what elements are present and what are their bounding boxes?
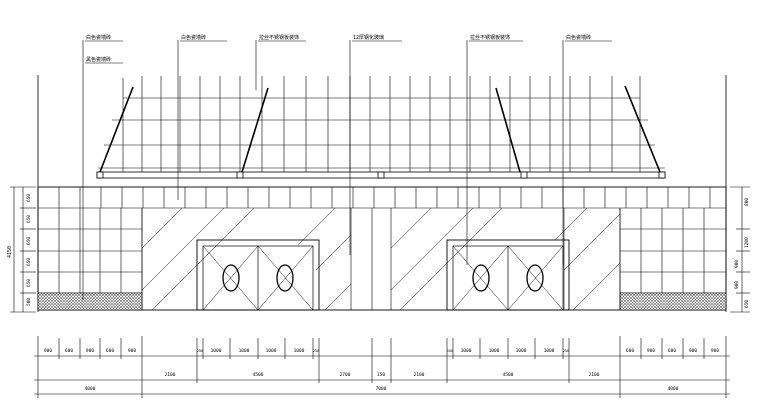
dim-label: 900 (86, 348, 94, 354)
dim-label: 1000 (489, 348, 500, 354)
callout-label: 白色瓷墙砖 (181, 34, 206, 41)
bottom-row3-labels: 4000 7000 4000 (85, 386, 679, 392)
dim-label: 600 (65, 348, 73, 354)
dim-label: 1000 (544, 348, 555, 354)
dim-label: 600 (106, 348, 114, 354)
dim-label: 900 (734, 260, 740, 268)
dim-label: 250 (313, 349, 319, 353)
dim-label: 7000 (376, 386, 387, 392)
dim-label: 1000 (294, 348, 305, 354)
glass-panels (141, 208, 621, 310)
dim-label: 4000 (668, 386, 679, 392)
dim-label: 650 (26, 215, 32, 223)
bottom-row1-labels: 900 600 900 600 900 250 1000 1000 1000 1… (44, 348, 719, 354)
dim-label: 900 (647, 348, 655, 354)
dim-label: 900 (711, 348, 719, 354)
canopy-beam (96, 171, 666, 179)
bottom-dim-lines (34, 336, 730, 398)
dim-label: 800 (744, 198, 750, 206)
left-dimensions (10, 186, 36, 313)
dim-label: 4500 (253, 372, 264, 378)
dim-label: 650 (26, 194, 32, 202)
plinth-hatch (37, 292, 727, 311)
callout-leaders (82, 40, 612, 300)
dim-label: 2100 (589, 372, 600, 378)
dim-label: 500 (26, 298, 32, 306)
dim-label: 650 (26, 279, 32, 287)
dim-label: 900 (734, 281, 740, 289)
top-band-tiles (58, 187, 711, 208)
dim-label: 2100 (165, 372, 176, 378)
dim-label: 4500 (503, 372, 514, 378)
dim-label: 1000 (239, 348, 250, 354)
dim-label: 4000 (85, 386, 96, 392)
dim-label: 1000 (266, 348, 277, 354)
left-door (196, 239, 320, 311)
callout-label: 12厚钢化玻璃 (353, 34, 384, 41)
callout-labels: 白色瓷墙砖 黑色瓷墙砖 白色瓷墙砖 拉丝不锈钢板装饰 12厚钢化玻璃 拉丝不锈钢… (86, 34, 591, 63)
dim-label: 1000 (461, 348, 472, 354)
callout-label: 白色瓷墙砖 (86, 34, 111, 41)
callout-label: 拉丝不锈钢板装饰 (470, 34, 510, 41)
dim-label: 2700 (340, 372, 351, 378)
right-door (446, 239, 570, 311)
dim-label: 900 (128, 348, 136, 354)
dim-label: 250 (563, 349, 569, 353)
bottom-row2-labels: 2100 4500 2700 150 2100 4500 2100 (165, 372, 600, 378)
right-dim-labels: 800 1200 900 900 650 (734, 198, 750, 308)
left-overall-dim: 4150 (7, 246, 13, 258)
dim-label: 900 (44, 348, 52, 354)
callout-label: 白色瓷墙砖 (566, 34, 591, 41)
right-dimensions (730, 186, 750, 313)
dim-label: 1000 (516, 348, 527, 354)
dim-label: 900 (689, 348, 697, 354)
glass-reflection-lines (141, 207, 621, 311)
callout-label: 黑色瓷墙砖 (86, 56, 111, 63)
facade-frame (37, 75, 727, 312)
dim-label: 1200 (744, 237, 750, 248)
dim-label: 650 (744, 300, 750, 308)
dim-label: 250 (197, 349, 203, 353)
dim-label: 650 (26, 258, 32, 266)
dim-label: 150 (377, 372, 385, 378)
dim-label: 650 (26, 237, 32, 245)
callout-label: 拉丝不锈钢板装饰 (259, 34, 299, 41)
dim-label: 2100 (414, 372, 425, 378)
dim-label: 600 (626, 348, 634, 354)
canopy-glass-grid (98, 76, 665, 172)
left-dim-labels: 500 650 650 650 650 650 (26, 194, 32, 306)
dim-label: 600 (668, 348, 676, 354)
canopy-struts (99, 85, 661, 173)
dim-label: 1000 (211, 348, 222, 354)
dim-label: 150 (447, 349, 453, 353)
